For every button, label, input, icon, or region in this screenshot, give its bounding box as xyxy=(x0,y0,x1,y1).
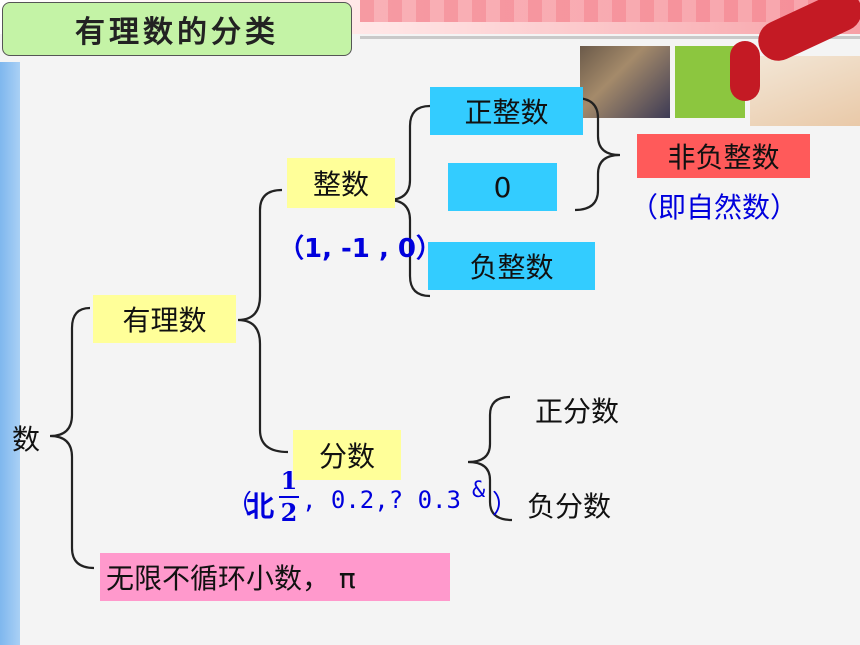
fraction-examples-glyph: 北 xyxy=(246,490,275,523)
top-stripes xyxy=(360,0,860,22)
zero-box: 0 xyxy=(448,163,557,211)
root-brace xyxy=(49,306,95,570)
fraction-denominator: 2 xyxy=(280,498,298,527)
root-label: 数 xyxy=(12,423,41,456)
rational-brace xyxy=(237,188,289,454)
fraction-examples-open: （ xyxy=(226,490,253,520)
fraction-brace xyxy=(467,395,513,522)
negative-integer-box: 负整数 xyxy=(428,242,595,290)
paint-drip-icon xyxy=(730,41,760,101)
natural-number-note: （即自然数） xyxy=(630,191,799,224)
top-rule xyxy=(360,36,860,39)
non-negative-integer-box: 非负整数 xyxy=(637,134,810,178)
fraction-numerator: 1 xyxy=(280,466,298,495)
fraction-examples-mark: & xyxy=(472,478,486,503)
positive-fraction-label: 正分数 xyxy=(535,395,620,428)
irrational-box: 无限不循环小数， π xyxy=(100,553,450,601)
rational-box: 有理数 xyxy=(93,295,236,343)
photo-tile-3 xyxy=(750,56,860,126)
nonnegative-brace xyxy=(574,96,621,212)
fraction-bar xyxy=(279,496,299,498)
fraction-one-half: 1 2 xyxy=(279,468,299,526)
positive-integer-box: 正整数 xyxy=(430,87,583,135)
integer-box: 整数 xyxy=(287,158,395,208)
fraction-box: 分数 xyxy=(293,430,401,480)
integer-examples: （1, -1 , 0） xyxy=(278,234,442,264)
fraction-examples-close: ） xyxy=(492,490,519,520)
left-accent-bar xyxy=(0,62,20,645)
page-title: 有理数的分类 xyxy=(2,2,352,56)
negative-fraction-label: 负分数 xyxy=(527,490,612,523)
fraction-examples-rest: , 0.2,? 0.3 xyxy=(302,486,461,514)
